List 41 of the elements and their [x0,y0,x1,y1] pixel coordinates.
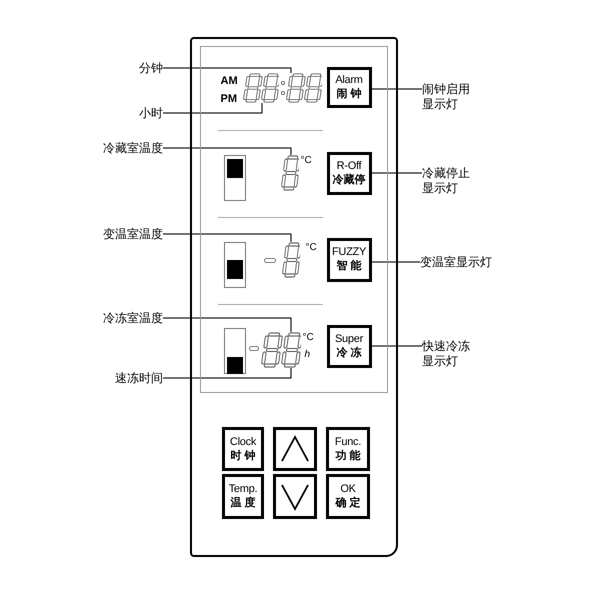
up-button [273,427,317,471]
unit-label: °C [300,156,312,166]
leader-line [372,88,422,90]
leader-line [162,148,292,156]
callout-label: 冷藏室温度 [95,141,163,155]
seven-segment-display [282,242,300,278]
callout-label: 闹钟启用显示灯 [422,82,472,112]
down-button [273,474,317,519]
callout-label: 变温室显示灯 [420,255,500,269]
panel-button: FUZZY 智 能 [326,238,372,282]
control-panel [190,37,398,557]
leader-line [162,102,262,114]
seven-segment-display [280,154,298,190]
panel-button: Temp. 温 度 [222,474,264,519]
unit-label: °C [306,242,317,252]
callout-label: 速冻时间 [100,371,163,385]
unit-label: °C [302,332,314,342]
panel-button: Func. 功 能 [326,427,370,471]
callout-label: 变温室温度 [95,227,163,241]
callout-label: 小时 [125,106,163,120]
leader-line [162,318,292,332]
seven-segment-display [260,332,300,368]
callout-label: 冷冻室温度 [95,311,163,325]
leader-line [372,172,422,174]
leader-line [162,368,292,378]
seven-segment-display [242,72,278,102]
unit-label: h [304,350,310,360]
callout-label: 分钟 [125,61,163,75]
am-pm-label: PM [220,94,237,104]
am-pm-label: AM [220,76,238,86]
seven-segment-display [286,72,322,102]
callout-label: 快速冷冻显示灯 [422,339,472,369]
display-window [200,46,388,393]
panel-button: Clock 时 钟 [222,427,264,471]
leader-line [162,68,292,74]
panel-button: Alarm 闹 钟 [326,66,372,108]
panel-button: R-Off 冷藏停 [326,152,372,194]
leader-line [162,234,292,242]
panel-button: Super 冷 冻 [326,324,372,368]
panel-button: OK 确 定 [326,474,370,519]
callout-label: 冷藏停止显示灯 [422,166,472,196]
